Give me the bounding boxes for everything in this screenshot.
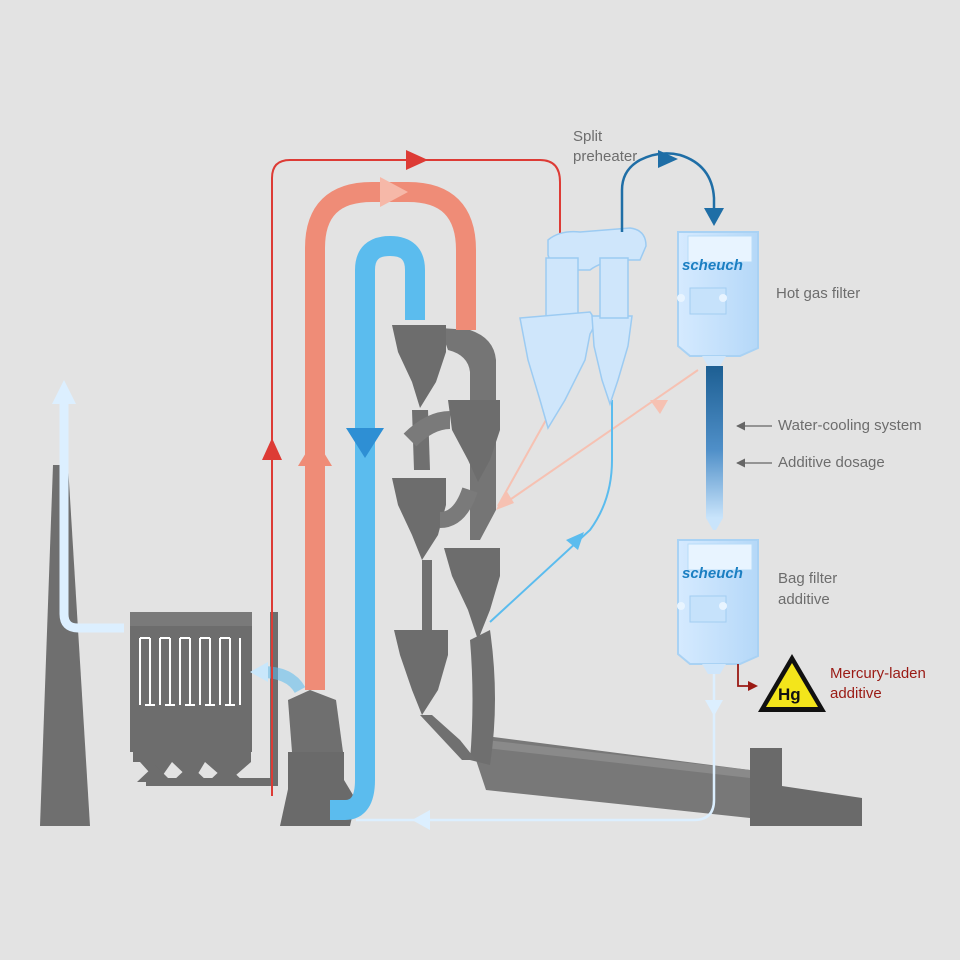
mercury-outlet-arrow [737,664,758,691]
chimney [40,465,90,826]
hot-gas-filter: scheuch [677,231,759,366]
hot-gas-filter-label: Hot gas filter [776,285,861,302]
rotary-kiln [476,735,862,826]
water-cooling-column [706,366,723,530]
hazard-warning-icon: Hg [758,654,826,712]
kiln-baghouse-filter [130,612,278,786]
split-preheater-label-line2: preheater [573,148,638,165]
additive-dosage-label: Additive dosage [778,454,885,471]
bag-filter-brand-logo: scheuch [682,565,743,582]
cyclone-preheater-tower [392,325,500,765]
stack-exhaust-arrow [52,380,124,633]
hot-gas-bypass-line [262,150,561,796]
water-cooling-system-label: Water-cooling system [778,417,922,434]
split-preheater [519,227,647,430]
preheater-to-filter-arrow [620,150,724,232]
mercury-laden-label-line1: Mercury-laden [830,665,926,682]
bag-filter-label-line2: additive [778,591,830,608]
bag-filter-label-line1: Bag filter [778,570,838,587]
hot-filter-brand-logo: scheuch [682,257,743,274]
hot-gas-main-duct [298,177,476,690]
hazard-symbol: Hg [778,685,801,704]
baghouse-inlet-arrow [250,662,306,694]
split-preheater-label-line1: Split [573,128,603,145]
preheater-to-tower-streams [489,369,699,623]
bag-filter: scheuch [677,539,759,674]
clean-gas-return-line [356,674,723,830]
mercury-laden-label-line2: additive [830,685,882,702]
raw-gas-return-duct [330,235,425,820]
label-pointer-arrows [736,421,772,468]
